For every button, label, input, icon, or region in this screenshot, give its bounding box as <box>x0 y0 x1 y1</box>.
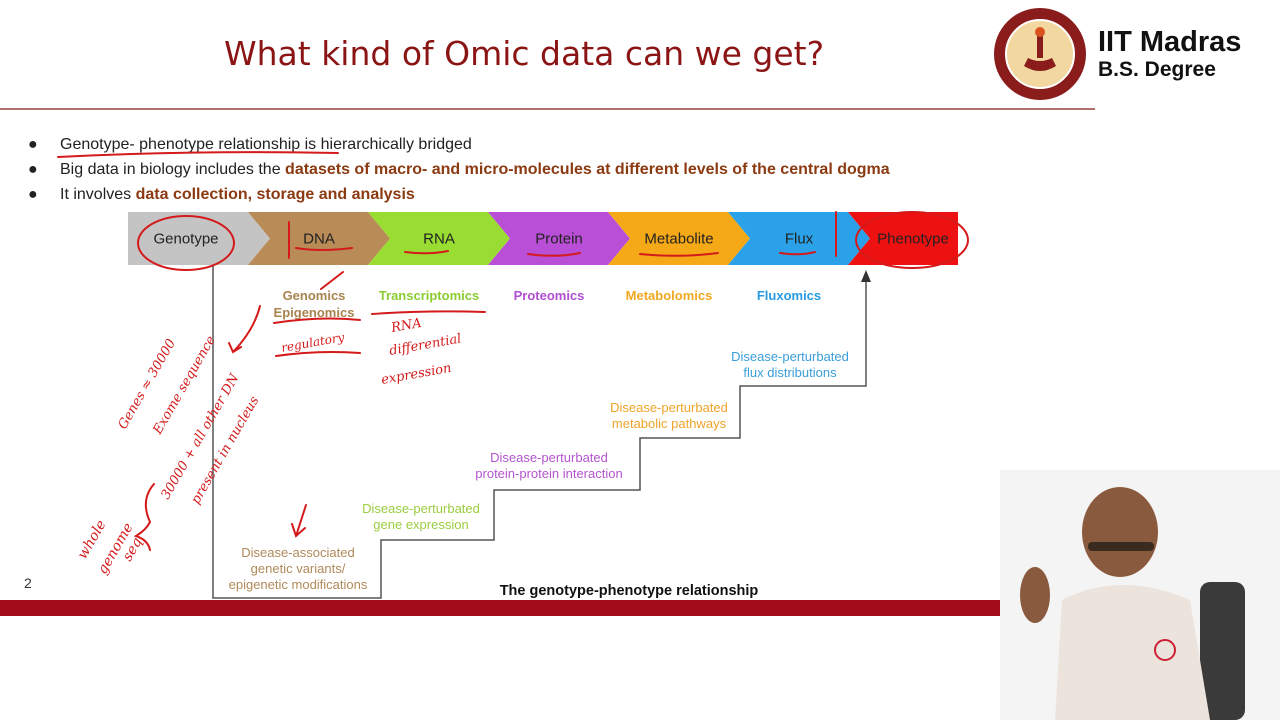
bullet-2-text: Big data in biology includes the <box>60 161 286 178</box>
ink-circle-genotype <box>137 215 235 271</box>
ink-note-rna-3: expression <box>380 361 452 388</box>
ink-underline-protein <box>527 252 581 257</box>
stage-chevron-phenotype <box>848 212 958 265</box>
presenter-video <box>1000 470 1280 720</box>
ink-ticks <box>288 211 837 259</box>
stage-chevron-protein <box>488 212 630 265</box>
stage-chevron-dna <box>248 212 390 265</box>
brand-degree: B.S. Degree <box>1098 58 1216 81</box>
ink-underline-genotype <box>57 151 339 158</box>
stage-label-genotype: Genotype <box>153 231 218 248</box>
ink-underline-flux <box>779 251 816 256</box>
diagram-caption: The genotype-phenotype relationship <box>500 583 759 599</box>
omics-label: Fluxomics <box>757 288 821 303</box>
stage-label-dna: DNA <box>303 231 335 248</box>
ink-underline-rna <box>404 250 449 255</box>
title-divider <box>0 108 1095 110</box>
iit-madras-logo <box>994 8 1086 100</box>
omics-label: Proteomics <box>514 288 585 303</box>
ink-note-rna-2: differential <box>388 331 462 358</box>
ink-brace <box>133 483 155 551</box>
bullet-3-text: It involves <box>60 186 136 203</box>
stage-label-protein: Protein <box>535 231 583 248</box>
brand-name: IIT Madras <box>1098 26 1242 58</box>
ink-arrows <box>228 271 344 538</box>
staircase-line <box>212 265 867 599</box>
stage-chevron-flux <box>728 212 870 265</box>
ink-circle-phenotype <box>855 211 969 269</box>
ink-underline-metabolite <box>639 252 719 257</box>
stage-label-flux: Flux <box>785 231 814 248</box>
omics-label: Transcriptomics <box>379 288 479 303</box>
bullet-3-emphasis: data collection, storage and analysis <box>135 186 415 203</box>
omics-label: Metabolomics <box>626 288 713 303</box>
stage-label-rna: RNA <box>423 231 455 248</box>
bullet-2-emphasis: datasets of macro- and micro-molecules a… <box>285 161 890 178</box>
stage-chevron-rna <box>368 212 510 265</box>
ink-note-rna-1: RNA <box>389 316 423 336</box>
ink-underlines-omics <box>273 310 486 357</box>
bullet-1-text: Genotype- phenotype relationship is hier… <box>60 136 472 153</box>
page-number: 2 <box>24 575 32 591</box>
stage-chevron-genotype <box>128 212 270 265</box>
ink-underline-dna <box>295 247 353 251</box>
stage-chevron-metabolite <box>608 212 750 265</box>
arrow-head <box>861 270 871 282</box>
stage-label-phenotype: Phenotype <box>877 231 949 248</box>
stage-label-metabolite: Metabolite <box>644 231 713 248</box>
slide-title: What kind of Omic data can we get? <box>224 34 825 73</box>
footer-bar <box>0 600 1045 616</box>
